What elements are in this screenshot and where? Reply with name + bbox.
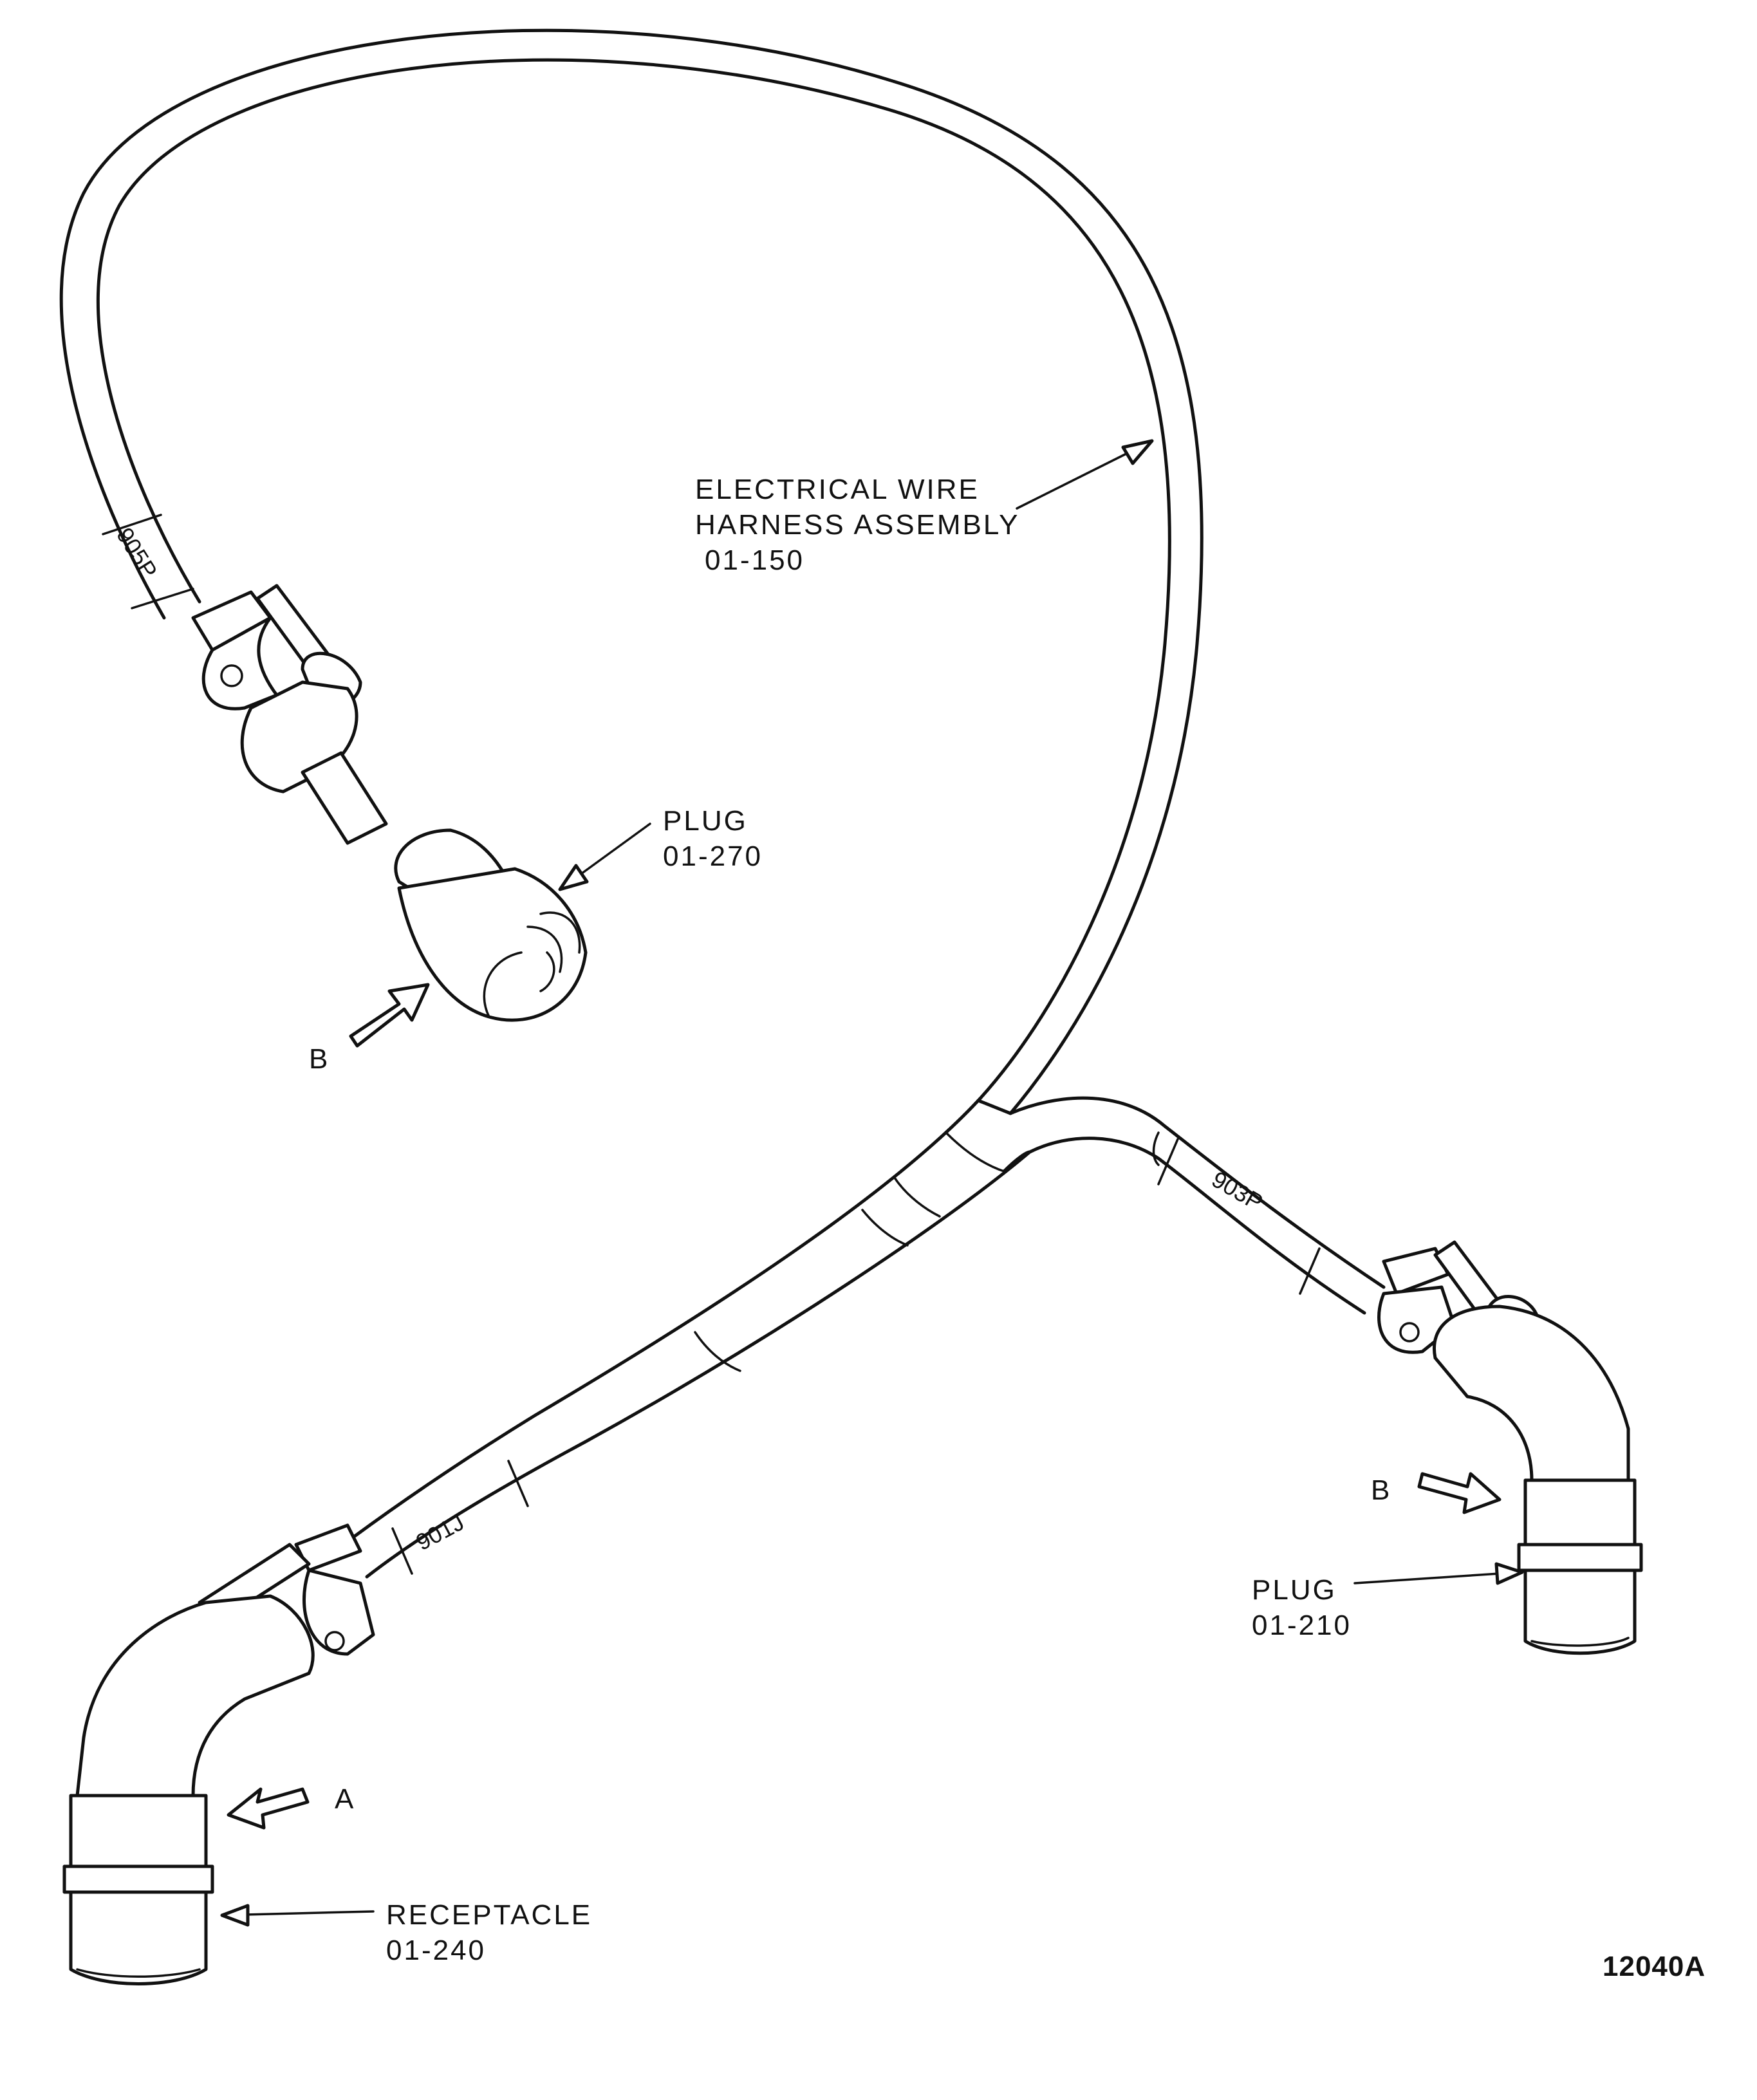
label-view-b-right: B bbox=[1371, 1474, 1391, 1506]
label-plug-top-number: 01-270 bbox=[663, 841, 763, 872]
label-harness-line2: HARNESS ASSEMBLY bbox=[695, 509, 1019, 541]
wire-tag-901j: 901J bbox=[391, 1460, 529, 1575]
leader-plug-01-210 bbox=[1353, 1562, 1524, 1585]
label-receptacle-number: 01-240 bbox=[386, 1935, 486, 1966]
receptacle-01-240-connector bbox=[62, 1523, 375, 1985]
plug-01-210-connector bbox=[1377, 1240, 1643, 1655]
view-arrow-a bbox=[227, 1787, 310, 1830]
label-view-a: A bbox=[335, 1783, 355, 1815]
harness-cable-branch bbox=[1009, 1096, 1386, 1315]
harness-cable-trunk bbox=[333, 1099, 1032, 1579]
label-plug-top-line1: PLUG bbox=[663, 805, 748, 837]
label-receptacle-line1: RECEPTACLE bbox=[386, 1899, 592, 1931]
label-plug-right-number: 01-210 bbox=[1252, 1610, 1352, 1641]
wire-tag-903p: 903P bbox=[1157, 1138, 1321, 1295]
wire-tag-905p-text: 905P bbox=[111, 523, 162, 583]
wire-tag-903p-text: 903P bbox=[1207, 1166, 1267, 1216]
label-view-b-top: B bbox=[309, 1043, 330, 1075]
leader-plug-01-270 bbox=[558, 822, 651, 891]
leader-receptacle-01-240 bbox=[220, 1904, 375, 1927]
plug-01-270-connector bbox=[191, 584, 588, 1022]
wire-tag-901j-text: 901J bbox=[412, 1509, 469, 1556]
wire-tag-905p: 905P bbox=[102, 514, 194, 609]
label-harness-number: 01-150 bbox=[705, 544, 804, 576]
label-plug-right-line1: PLUG bbox=[1252, 1574, 1337, 1606]
figure-number: 12040A bbox=[1603, 1951, 1706, 1982]
harness-cable-loop bbox=[59, 28, 1204, 1115]
view-arrow-b-right bbox=[1417, 1472, 1501, 1514]
y-junction-sleeve bbox=[694, 1099, 1160, 1372]
view-arrow-b-top bbox=[349, 983, 430, 1048]
leader-harness bbox=[1016, 439, 1154, 510]
label-harness-line1: ELECTRICAL WIRE bbox=[695, 474, 980, 505]
